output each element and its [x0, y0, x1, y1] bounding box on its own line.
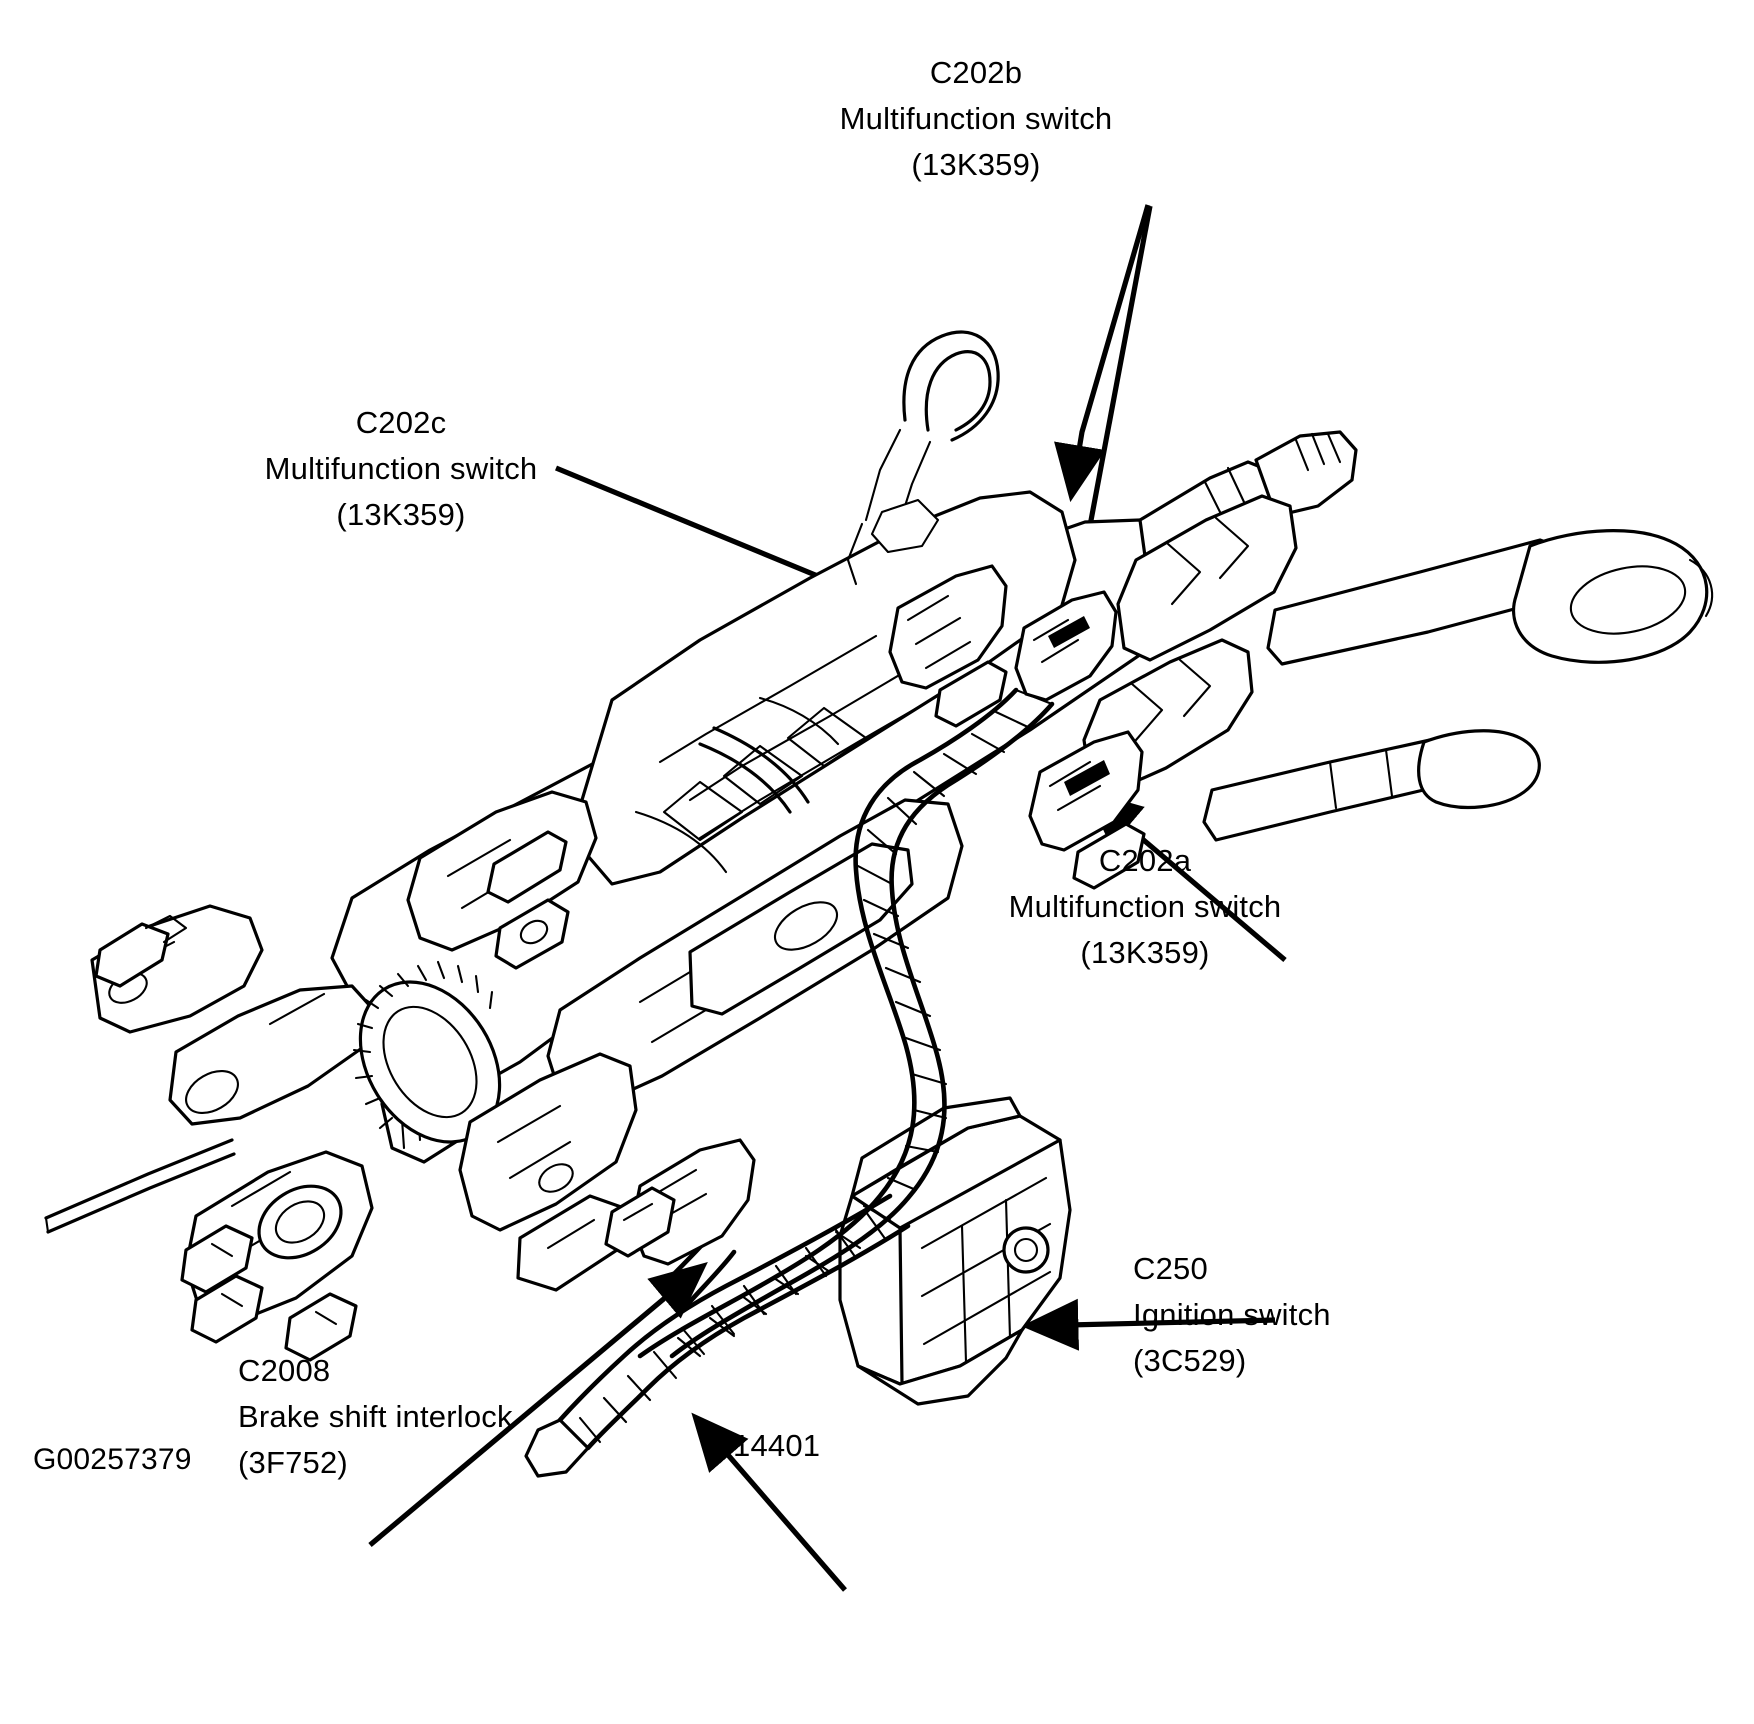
lower-steering-shaft-assembly — [44, 790, 638, 1362]
callout-c250-part-number: (3C529) — [1133, 1343, 1247, 1378]
callout-c2008: C2008 Brake shift interlock (3F752) — [238, 1348, 598, 1486]
callout-c202a-component: Multifunction switch — [1008, 889, 1282, 924]
loose-wires — [634, 696, 840, 874]
leader-14401 — [691, 1412, 847, 1592]
multifunction-switch-stalks — [1082, 494, 1714, 842]
callout-c2008-component: Brake shift interlock — [238, 1399, 513, 1434]
callout-c2008-part-number: (3F752) — [238, 1445, 348, 1480]
callout-c2008-connector-id: C2008 — [238, 1353, 331, 1388]
callout-c250: C250 Ignition switch (3C529) — [1133, 1246, 1473, 1384]
figure-id-code: G00257379 — [33, 1437, 293, 1483]
leader-c2008 — [368, 1261, 708, 1547]
figure-id-text: G00257379 — [33, 1443, 192, 1476]
ignition-switch-body — [838, 1096, 1072, 1406]
callout-c202c-connector-id: C202c — [355, 405, 447, 440]
callout-c202c-part-number: (13K359) — [336, 497, 466, 532]
callout-14401-connector-id: 14401 — [733, 1428, 821, 1463]
callout-c250-connector-id: C250 — [1133, 1251, 1208, 1286]
callout-c250-component: Ignition switch — [1133, 1297, 1331, 1332]
callout-14401: 14401 — [733, 1423, 913, 1469]
callout-c202b: C202b Multifunction switch (13K359) — [806, 50, 1146, 188]
leader-lines — [368, 204, 1287, 1592]
connector-c202b — [1014, 590, 1118, 702]
connector-c202a — [1028, 730, 1146, 890]
callout-c202b-connector-id: C202b — [929, 55, 1023, 90]
callout-c202c: C202c Multifunction switch (13K359) — [236, 400, 566, 538]
callout-c202a: C202a Multifunction switch (13K359) — [980, 838, 1310, 976]
leader-c202b — [1054, 204, 1151, 503]
leader-c250 — [1021, 1298, 1276, 1351]
callout-c202b-part-number: (13K359) — [911, 147, 1041, 182]
leader-c202a — [1084, 789, 1287, 962]
wiring-harness-14401 — [524, 687, 1055, 1478]
callout-c202c-component: Multifunction switch — [264, 451, 538, 486]
callout-c202a-connector-id: C202a — [1098, 843, 1192, 878]
connector-c2008 — [604, 1138, 756, 1266]
callout-c202b-component: Multifunction switch — [839, 101, 1113, 136]
connector-c202c — [888, 564, 1008, 728]
callout-c202a-part-number: (13K359) — [1080, 935, 1210, 970]
